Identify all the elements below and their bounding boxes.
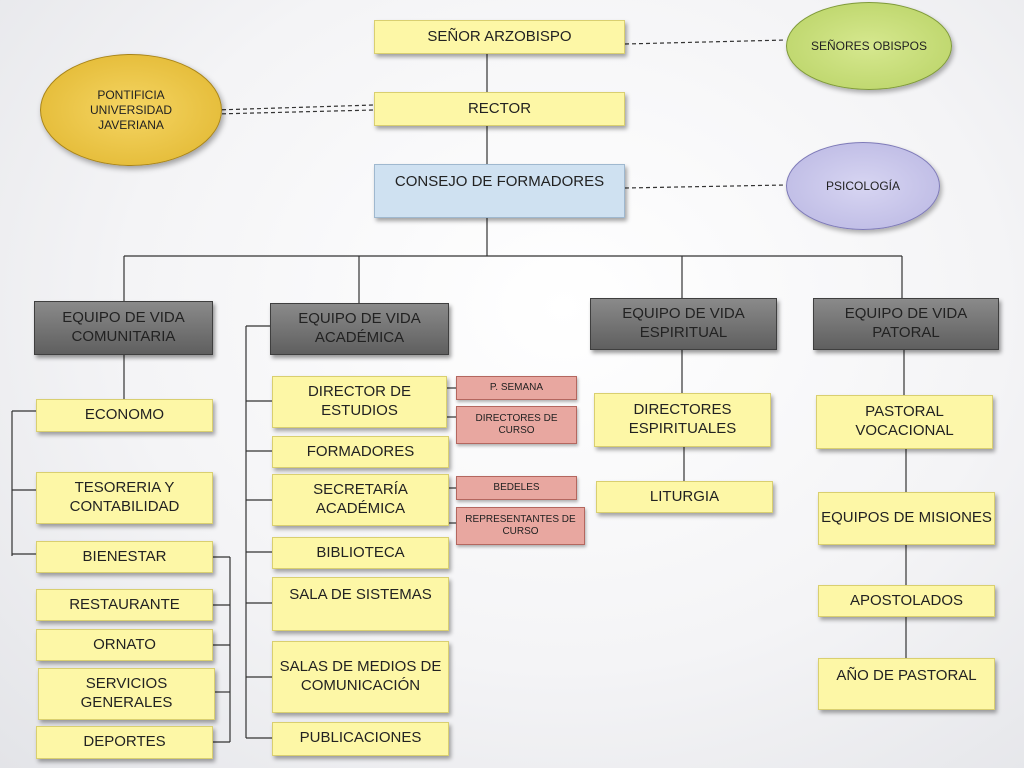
senores-obispos-ellipse: SEÑORES OBISPOS xyxy=(786,2,952,90)
bedeles-box: BEDELES xyxy=(456,476,577,500)
publicaciones-box: PUBLICACIONES xyxy=(272,722,449,756)
rector-box: RECTOR xyxy=(374,92,625,126)
deportes-box: DEPORTES xyxy=(36,726,213,759)
ornato-box: ORNATO xyxy=(36,629,213,661)
economo-box: ECONOMO xyxy=(36,399,213,432)
team-espiritual: EQUIPO DE VIDA ESPIRITUAL xyxy=(590,298,777,350)
directores-espirituales-box: DIRECTORES ESPIRITUALES xyxy=(594,393,771,447)
consejo-formadores-box: CONSEJO DE FORMADORES xyxy=(374,164,625,218)
sala-sistemas-box: SALA DE SISTEMAS xyxy=(272,577,449,631)
javeriana-ellipse: PONTIFICIA UNIVERSIDAD JAVERIANA xyxy=(40,54,222,166)
bienestar-box: BIENESTAR xyxy=(36,541,213,573)
psicologia-ellipse: PSICOLOGÍA xyxy=(786,142,940,230)
restaurante-box: RESTAURANTE xyxy=(36,589,213,621)
pastoral-vocacional-box: PASTORAL VOCACIONAL xyxy=(816,395,993,449)
formadores-box: FORMADORES xyxy=(272,436,449,468)
salas-medios-box: SALAS DE MEDIOS DE COMUNICACIÓN xyxy=(272,641,449,713)
directores-curso-box: DIRECTORES DE CURSO xyxy=(456,406,577,444)
servicios-generales-box: SERVICIOS GENERALES xyxy=(38,668,215,720)
team-academica: EQUIPO DE VIDA ACADÉMICA xyxy=(270,303,449,355)
anio-pastoral-box: AÑO DE PASTORAL xyxy=(818,658,995,710)
apostolados-box: APOSTOLADOS xyxy=(818,585,995,617)
representantes-curso-box: REPRESENTANTES DE CURSO xyxy=(456,507,585,545)
director-estudios-box: DIRECTOR DE ESTUDIOS xyxy=(272,376,447,428)
equipos-misiones-box: EQUIPOS DE MISIONES xyxy=(818,492,995,545)
biblioteca-box: BIBLIOTECA xyxy=(272,537,449,569)
tesoreria-box: TESORERIA Y CONTABILIDAD xyxy=(36,472,213,524)
team-pastoral: EQUIPO DE VIDA PATORAL xyxy=(813,298,999,350)
liturgia-box: LITURGIA xyxy=(596,481,773,513)
arzobispo-box: SEÑOR ARZOBISPO xyxy=(374,20,625,54)
team-comunitaria: EQUIPO DE VIDA COMUNITARIA xyxy=(34,301,213,355)
p-semana-box: P. SEMANA xyxy=(456,376,577,400)
secretaria-academica-box: SECRETARÍA ACADÉMICA xyxy=(272,474,449,526)
